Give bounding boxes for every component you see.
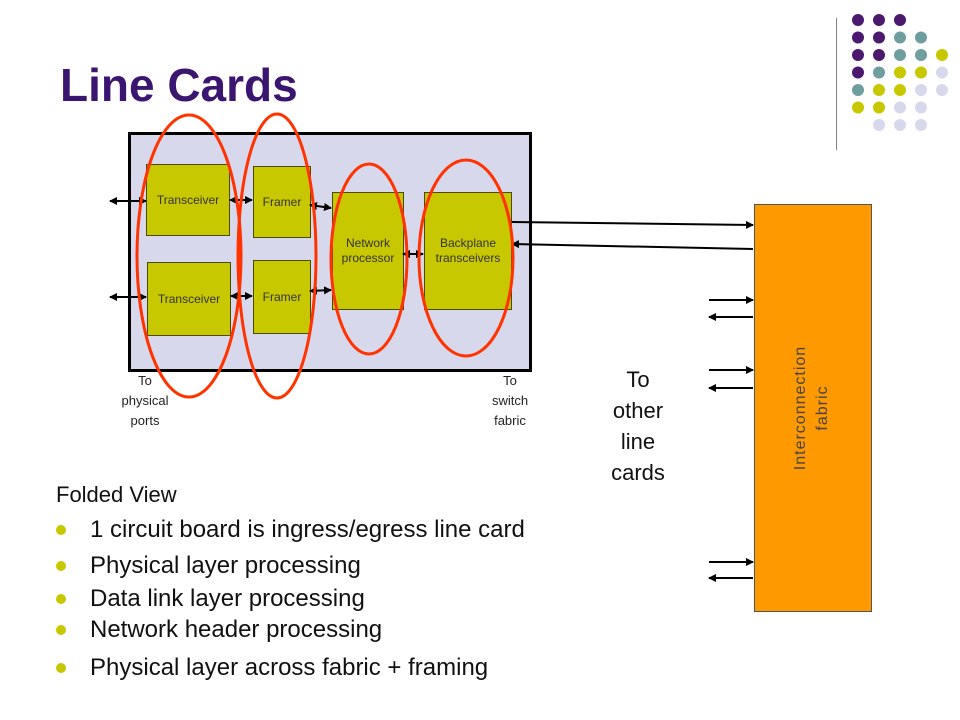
bullet-item: Physical layer across fabric + framing (56, 654, 488, 682)
decorative-dot (894, 101, 906, 114)
bullet-text: Network header processing (90, 616, 383, 643)
decorative-dot (936, 84, 948, 96)
decorative-dot (915, 84, 927, 96)
decorative-dot (894, 119, 906, 131)
decorative-dot (915, 119, 927, 131)
decorative-dot (873, 66, 885, 79)
decorative-dot-grid (852, 14, 948, 131)
decorative-dot (936, 49, 948, 61)
bullet-text: Physical layer across fabric + framing (90, 654, 489, 681)
interconnection-fabric (754, 204, 872, 612)
highlight-ellipse-transceivers (135, 113, 243, 399)
decorative-dot (894, 49, 906, 61)
bullet-item: Data link layer processing (56, 585, 365, 613)
decorative-dot (894, 66, 906, 79)
decorative-dot (894, 31, 906, 44)
decorative-dot (873, 14, 885, 26)
arrow-framer-np-bottom (309, 286, 332, 295)
label-physical-ports: To physical ports (121, 373, 169, 428)
decorative-dot (894, 14, 906, 26)
bullet-dot (56, 625, 66, 635)
framer-bottom: Framer (253, 260, 311, 334)
highlight-ellipse-framers (236, 112, 318, 400)
label-other-line-cards: To other line cards (611, 367, 665, 485)
decorative-dot (873, 101, 885, 114)
bullet-item: 1 circuit board is ingress/egress line c… (56, 516, 525, 544)
decorative-dot (852, 14, 864, 26)
decorative-divider (836, 18, 837, 150)
decorative-dot (873, 31, 885, 44)
arrow-fabric-backplane-in (511, 240, 754, 250)
decorative-dot (852, 49, 864, 61)
bullet-item: Network header processing (56, 616, 382, 644)
bullet-text: Physical layer processing (90, 552, 361, 579)
folded-view-heading: Folded View (56, 482, 177, 507)
decorative-dot (915, 31, 927, 44)
transceiver-bottom: Transceiver (147, 262, 231, 336)
decorative-dot (936, 66, 948, 79)
decorative-dot (915, 66, 927, 79)
decorative-dot (873, 119, 885, 131)
arrow-backplane-fabric-out (511, 220, 754, 229)
highlight-ellipse-network-processor (329, 162, 409, 356)
decorative-dot (873, 84, 885, 96)
highlight-ellipse-backplane (417, 158, 515, 358)
decorative-dot (894, 84, 906, 96)
decorative-dot (852, 66, 864, 79)
backplane-transceivers: Backplane transceivers (424, 192, 512, 310)
bullet-item: Physical layer processing (56, 552, 361, 580)
page-title: Line Cards (60, 59, 298, 111)
framer-top: Framer (253, 166, 311, 238)
bullet-dot (56, 663, 66, 673)
bullet-dot (56, 525, 66, 535)
decorative-dot (852, 84, 864, 96)
bullet-text: 1 circuit board is ingress/egress line c… (90, 516, 525, 543)
bullet-dot (56, 594, 66, 604)
bullet-dot (56, 561, 66, 571)
decorative-dot (852, 101, 864, 114)
decorative-dot (915, 49, 927, 61)
decorative-dot (873, 49, 885, 61)
bullet-text: Data link layer processing (90, 585, 365, 612)
decorative-dot (852, 31, 864, 44)
decorative-dot (915, 101, 927, 114)
label-switch-fabric: To switch fabric (491, 373, 529, 428)
